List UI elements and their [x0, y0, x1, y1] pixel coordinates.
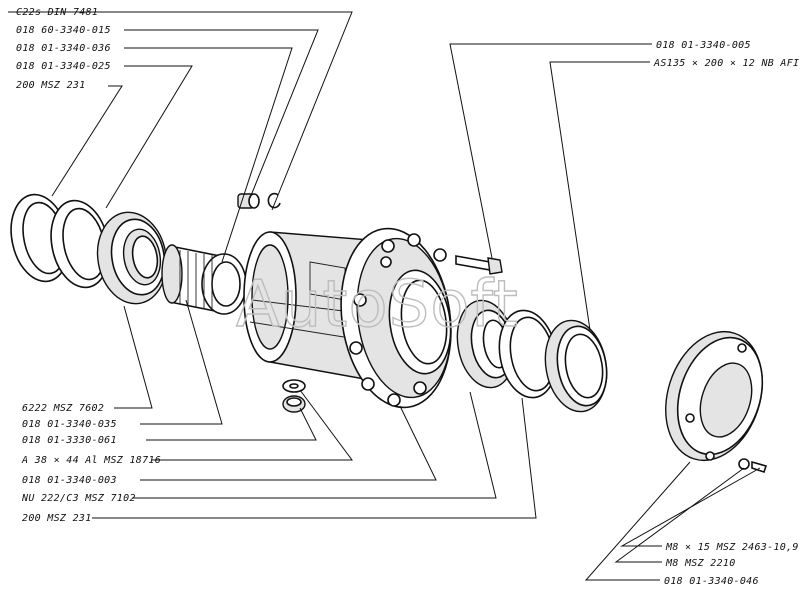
label-c22s-din-7481: C22s DIN 7481: [16, 7, 98, 18]
hub-flange: [340, 227, 452, 409]
small-sleeve: [237, 193, 260, 209]
label-200-msz-231-top: 200 MSZ 231: [16, 80, 86, 91]
leader-lines: [8, 11, 761, 581]
end-cover: [665, 330, 764, 462]
hex-bolt: [455, 255, 503, 275]
labels-bottom-right: M8 × 15 MSZ 2463-10,9 M8 MSZ 2210 018 01…: [664, 542, 799, 587]
label-m8-msz-2210: M8 MSZ 2210: [665, 558, 736, 569]
label-200-msz-231-bottom: 200 MSZ 231: [22, 513, 92, 524]
label-018-01-3340-046: 018 01-3340-046: [664, 576, 759, 587]
label-nu-222-c3-msz-7102: NU 222/C3 MSZ 7102: [21, 493, 136, 504]
labels-top-right: 018 01-3340-005 AS135 × 200 × 12 NB AFIT: [653, 40, 800, 69]
label-a38-44-al-msz-18716: A 38 × 44 Al MSZ 18716: [21, 455, 161, 466]
needle-bearing-cage: [161, 244, 247, 315]
labels-top-left: C22s DIN 7481 018 60-3340-015 018 01-334…: [16, 7, 111, 91]
hub-housing: [243, 231, 371, 381]
cover-washer: [738, 458, 750, 470]
cover-screw: [751, 460, 768, 474]
label-m8-15-msz-2463: M8 × 15 MSZ 2463-10,9: [665, 542, 799, 553]
label-018-01-3340-005: 018 01-3340-005: [656, 40, 751, 51]
label-018-01-3340-003: 018 01-3340-003: [22, 475, 117, 486]
label-018-01-3330-061: 018 01-3330-061: [22, 435, 117, 446]
label-6222-msz-7602: 6222 MSZ 7602: [22, 403, 104, 414]
labels-bottom-left: 6222 MSZ 7602 018 01-3340-035 018 01-333…: [21, 403, 161, 524]
small-washer: [282, 379, 306, 393]
shaft-seal: [544, 319, 608, 413]
label-018-01-3340-025: 018 01-3340-025: [16, 61, 111, 72]
label-018-01-3340-035: 018 01-3340-035: [22, 419, 117, 430]
label-018-01-3340-036: 018 01-3340-036: [16, 43, 111, 54]
small-ring: [282, 395, 306, 413]
flange-bolt-holes: [349, 233, 447, 407]
label-as135-200-12-nb-afit: AS135 × 200 × 12 NB AFIT: [653, 58, 800, 69]
label-018-60-3340-015: 018 60-3340-015: [16, 25, 111, 36]
watermark-text: AutoSoft: [236, 268, 519, 342]
ball-bearing-left: [96, 211, 168, 305]
